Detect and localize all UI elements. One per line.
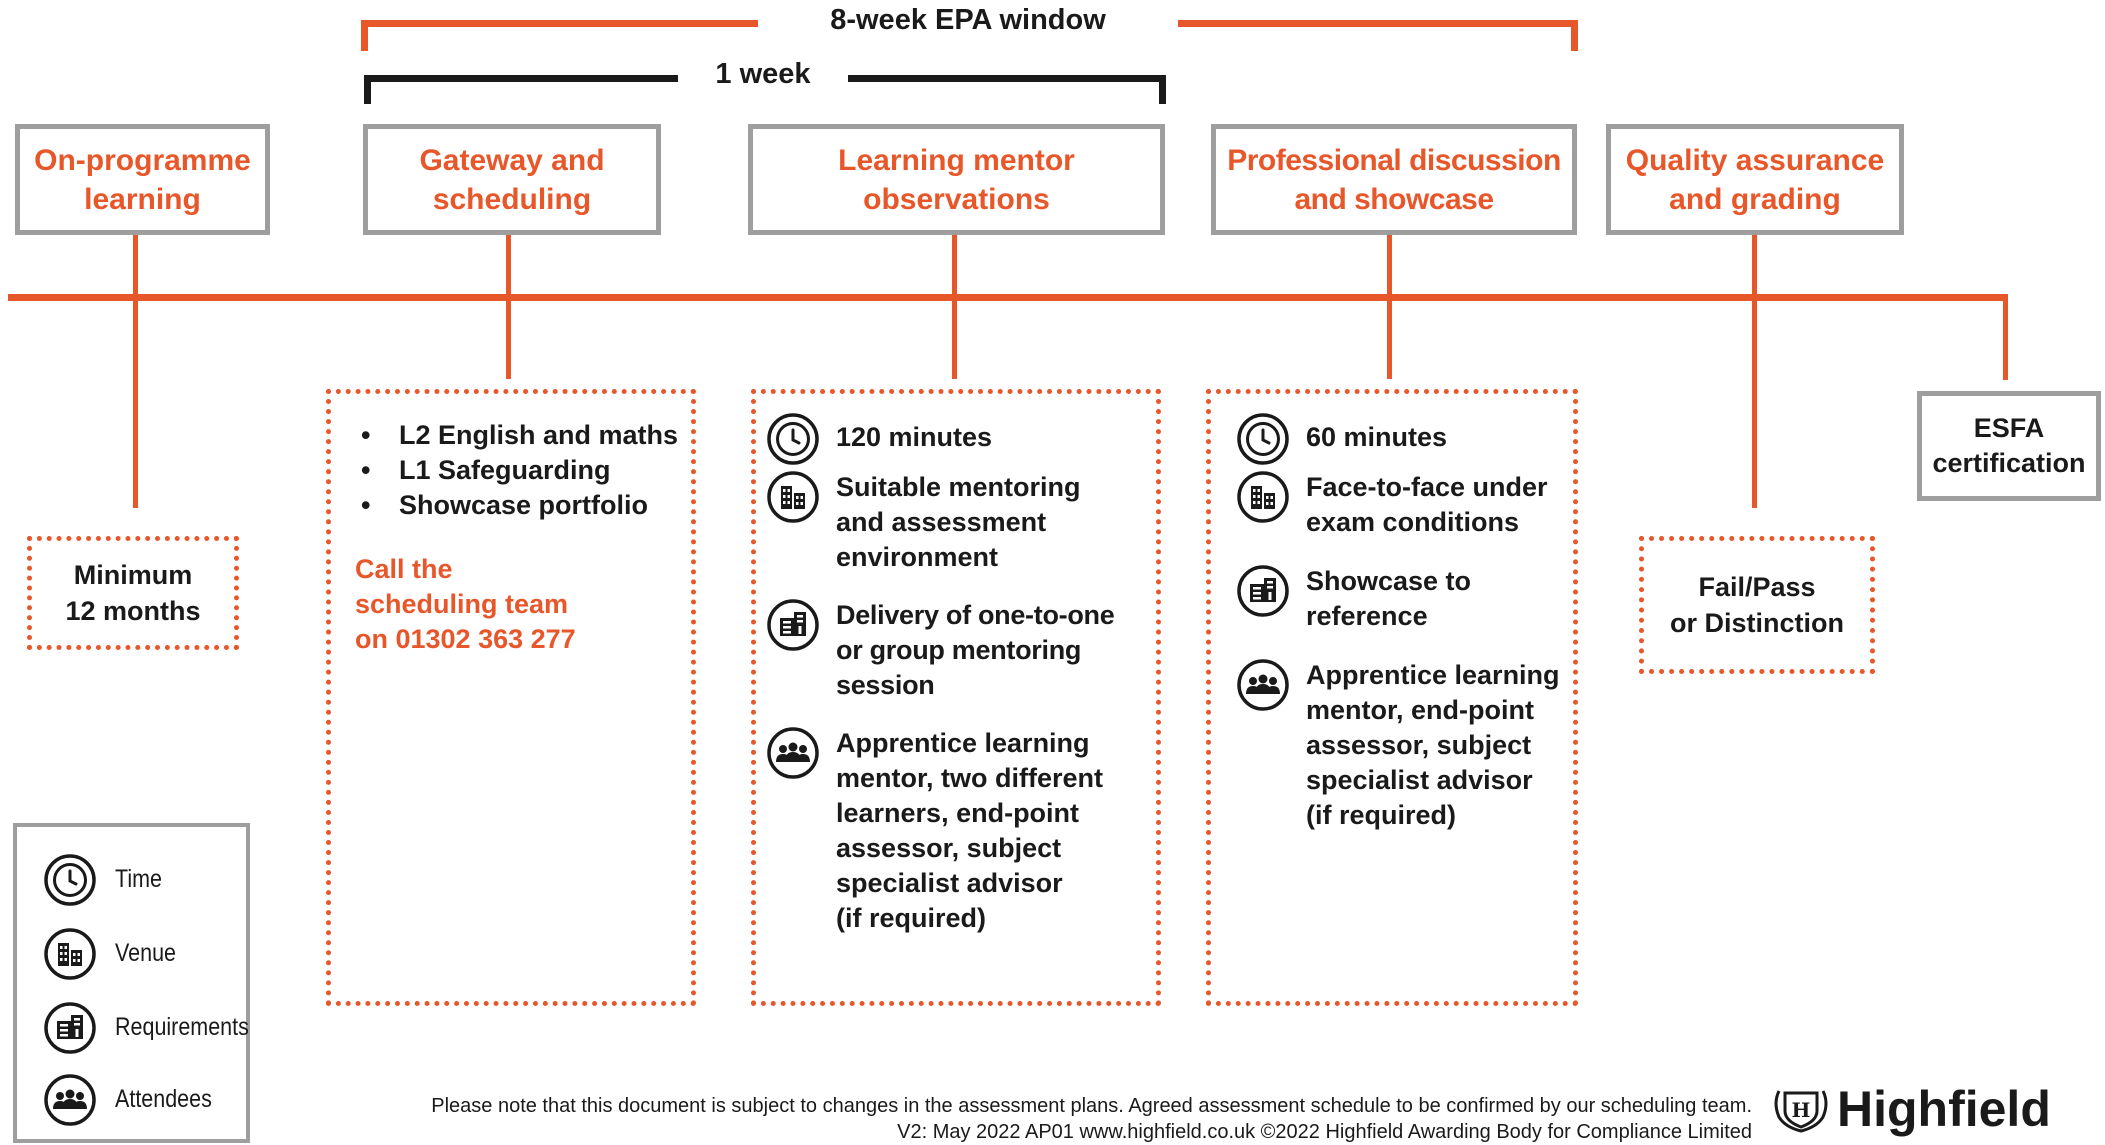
highfield-crest-icon: H — [1774, 1090, 1828, 1133]
logo-letter: H — [1792, 1098, 1811, 1122]
highfield-logo: H Highfield — [1771, 1081, 2051, 1137]
connector-discussion — [1387, 235, 1392, 379]
legend-venue-label: Venue — [115, 939, 176, 967]
people-icon — [43, 1073, 97, 1127]
stage-learning-mentor-observations: Learning mentor observations — [748, 124, 1165, 235]
grading-result-box: Fail/Pass or Distinction — [1639, 536, 1875, 674]
discussion-attendees-text: Apprentice learning mentor, end-point as… — [1306, 660, 1560, 830]
connector-grading — [1752, 235, 1757, 508]
building-icon — [1236, 470, 1290, 524]
scheduling-team-contact: Call the scheduling team on 01302 363 27… — [355, 554, 576, 654]
observations-requirements-text: Delivery of one-to-one or group mentorin… — [836, 600, 1115, 700]
gateway-panel: L2 English and maths L1 Safeguarding Sho… — [326, 389, 696, 1006]
legend-requirements-label: Requirements — [115, 1013, 249, 1041]
one-week-bracket-right-tick — [1159, 75, 1166, 104]
legend: Time Venue Requirements Attendees — [13, 823, 250, 1143]
on-programme-duration-box: Minimum 12 months — [27, 536, 239, 650]
epa-window-bracket-left-tick — [361, 20, 368, 51]
clock-icon — [43, 853, 97, 907]
observations-venue-text: Suitable mentoring and assessment enviro… — [836, 472, 1081, 572]
timeline-axis — [8, 294, 2007, 301]
stage-label: Gateway and scheduling — [419, 143, 605, 216]
esfa-certification-label: ESFA certification — [1932, 413, 2086, 478]
connector-on-programme — [133, 235, 138, 508]
building-icon — [43, 927, 97, 981]
requirement-item: L2 English and maths — [349, 418, 678, 453]
observations-attendees-text: Apprentice learning mentor, two differen… — [836, 728, 1104, 933]
stage-label: Learning mentor observations — [838, 143, 1075, 216]
requirements-icon — [766, 598, 820, 652]
legend-time-label: Time — [115, 865, 162, 893]
discussion-requirements-text: Showcase to reference — [1306, 566, 1472, 631]
clock-icon — [766, 412, 820, 466]
stage-on-programme-learning: On-programme learning — [15, 124, 270, 235]
grading-result: Fail/Pass or Distinction — [1670, 572, 1844, 638]
footer-disclaimer: Please note that this document is subjec… — [431, 1095, 1752, 1117]
gateway-requirements-list: L2 English and maths L1 Safeguarding Sho… — [349, 418, 678, 523]
stage-label: On-programme learning — [34, 143, 251, 216]
discussion-panel: 60 minutes Face-to-face under exam condi… — [1206, 389, 1578, 1006]
one-week-label: 1 week — [678, 58, 848, 91]
on-programme-duration: Minimum 12 months — [65, 560, 201, 626]
observations-panel: 120 minutes Suitable mentoring and asses… — [751, 389, 1161, 1006]
stage-quality-assurance-and-grading: Quality assurance and grading — [1606, 124, 1904, 235]
requirements-icon — [43, 1001, 97, 1055]
observations-time-text: 120 minutes — [836, 422, 993, 452]
discussion-venue-text: Face-to-face under exam conditions — [1306, 472, 1548, 537]
connector-observations — [952, 235, 957, 379]
footer-version: V2: May 2022 AP01 www.highfield.co.uk ©2… — [897, 1121, 1752, 1143]
people-icon — [1236, 658, 1290, 712]
people-icon — [766, 726, 820, 780]
discussion-time-text: 60 minutes — [1306, 422, 1448, 452]
requirements-icon — [1236, 564, 1290, 618]
footer-note: Please note that this document is subjec… — [431, 1093, 1752, 1145]
epa-window-bracket-right-tick — [1571, 20, 1578, 51]
stage-gateway-and-scheduling: Gateway and scheduling — [363, 124, 661, 235]
esfa-certification-box: ESFA certification — [1917, 391, 2101, 501]
building-icon — [766, 470, 820, 524]
logo-wordmark: Highfield — [1837, 1081, 2051, 1137]
legend-attendees-label: Attendees — [115, 1085, 212, 1113]
stage-label: Professional discussion and showcase — [1227, 143, 1561, 216]
stage-professional-discussion-and-showcase: Professional discussion and showcase — [1211, 124, 1577, 235]
epa-window-label: 8-week EPA window — [758, 4, 1178, 37]
connector-gateway — [506, 235, 511, 379]
requirement-item: L1 Safeguarding — [349, 453, 678, 488]
requirement-item: Showcase portfolio — [349, 488, 678, 523]
one-week-bracket-left-tick — [364, 75, 371, 104]
stage-label: Quality assurance and grading — [1625, 143, 1885, 216]
clock-icon — [1236, 412, 1290, 466]
connector-certification — [2003, 294, 2008, 380]
